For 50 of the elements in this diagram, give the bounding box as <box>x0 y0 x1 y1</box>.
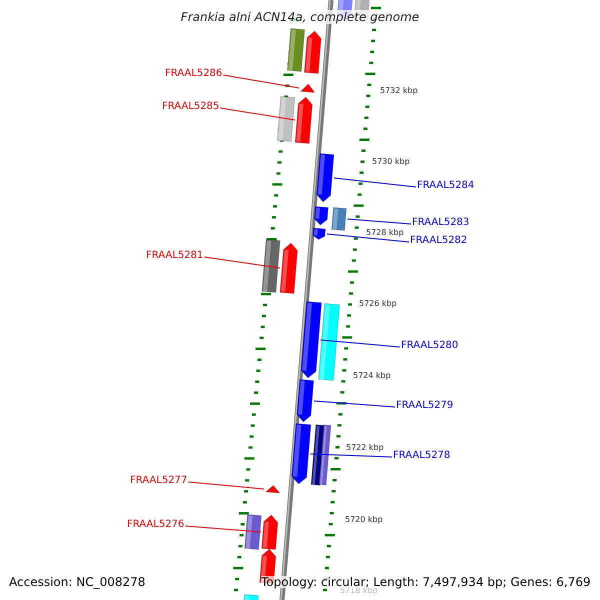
gene-label: FRAAL5282 <box>410 236 468 246</box>
gene-label: FRAAL5277 <box>130 476 188 486</box>
gene-feature <box>294 96 313 144</box>
gene-label: FRAAL5276 <box>127 520 184 530</box>
gene-bar <box>331 207 347 231</box>
gene-bar <box>262 239 280 293</box>
gene-bar <box>318 424 332 486</box>
scale-label: 5724 kbp <box>353 372 391 380</box>
gene-label: FRAAL5283 <box>412 218 470 228</box>
leader-line <box>326 234 410 242</box>
gene-triangle <box>300 84 316 93</box>
leader-line <box>188 482 264 490</box>
gene-bar <box>243 594 259 600</box>
leader-line <box>320 340 400 348</box>
gene-feature <box>314 206 329 226</box>
leader-line <box>222 74 300 88</box>
gene-label: FRAAL5280 <box>401 341 458 351</box>
gene-label: FRAAL5278 <box>393 451 450 461</box>
leader-line <box>310 454 392 458</box>
gene-feature <box>296 379 314 422</box>
gene-label: FRAAL5286 <box>165 69 222 79</box>
gene-label: FRAAL5281 <box>146 251 204 261</box>
gene-bar <box>276 96 296 142</box>
gene-triangle <box>265 485 280 494</box>
leader-line <box>220 108 296 120</box>
leader-line <box>184 526 262 532</box>
scale-label: 5730 kbp <box>372 158 410 166</box>
scale-label: 5732 kbp <box>380 87 418 95</box>
gene-feature <box>312 228 326 240</box>
gene-bar <box>287 28 305 72</box>
leader-line <box>204 256 280 268</box>
scale-label: 5720 kbp <box>345 516 383 524</box>
gene-feature <box>261 514 278 550</box>
gene-label: FRAAL5279 <box>396 401 454 411</box>
gene-label: FRAAL5284 <box>417 181 474 191</box>
leader-line <box>347 218 412 224</box>
scale-label: 5718 kbp <box>340 587 378 595</box>
info-text: Accession: NC_008278 <box>9 576 146 588</box>
gene-label: FRAAL5285 <box>162 102 220 112</box>
leader-line <box>314 400 396 408</box>
scale-label: 5728 kbp <box>366 229 404 237</box>
gene-feature <box>280 242 298 294</box>
gene-feature <box>316 153 334 202</box>
gene-bar <box>244 514 262 550</box>
gene-bar <box>318 303 340 381</box>
leader-line <box>334 178 416 188</box>
scale-label: 5726 kbp <box>359 300 397 308</box>
gene-feature <box>304 30 322 74</box>
scale-label: 5722 kbp <box>346 444 384 452</box>
gene-feature <box>291 423 312 484</box>
